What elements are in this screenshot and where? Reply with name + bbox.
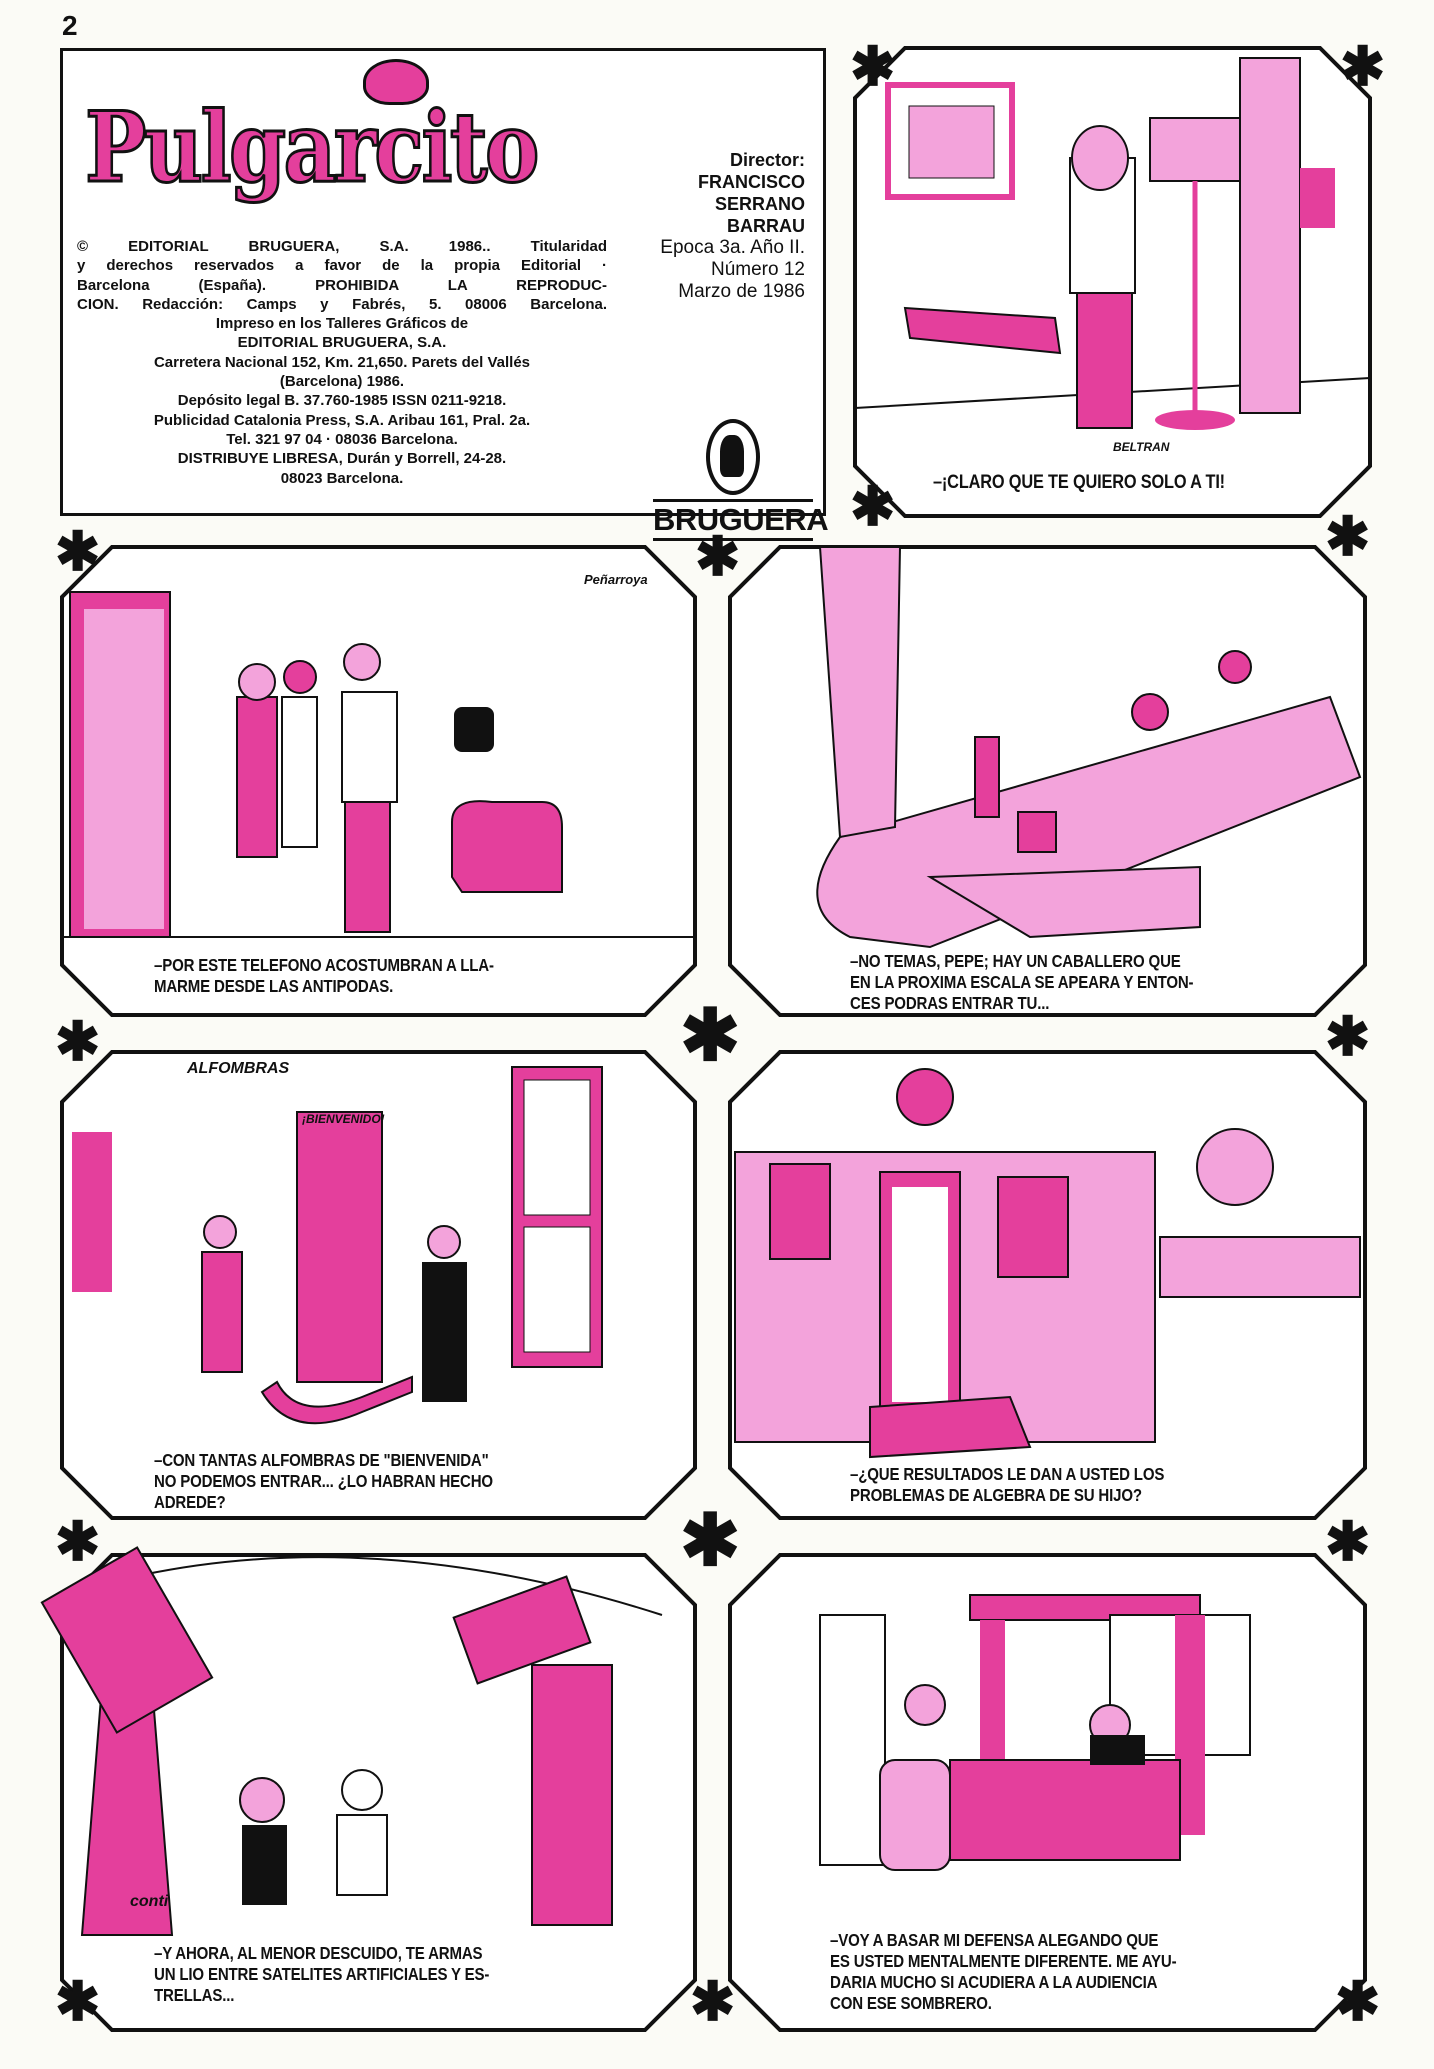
panel-frame — [60, 1050, 697, 1520]
legal-line: Publicidad Catalonia Press, S.A. Aribau … — [153, 411, 531, 429]
asterisk-ornament: ✱ — [850, 477, 896, 537]
director-credits: Director: FRANCISCO SERRANO BARRAU Epoca… — [660, 149, 805, 303]
asterisk-ornament: ✱ — [55, 1972, 101, 2032]
caption-line: –CON TANTAS ALFOMBRAS DE "BIENVENIDA" — [154, 1450, 489, 1470]
issue-epoch: Epoca 3a. Año II. — [660, 237, 805, 258]
panel-caption: –¿QUE RESULTADOS LE DAN A USTED LOS PROB… — [850, 1464, 1164, 1506]
panel-caption: –Y AHORA, AL MENOR DESCUIDO, TE ARMAS UN… — [154, 1943, 489, 2006]
comic-panel-3: –NO TEMAS, PEPE; HAY UN CABALLERO QUE EN… — [728, 545, 1367, 1017]
panel-caption: –NO TEMAS, PEPE; HAY UN CABALLERO QUE EN… — [850, 951, 1194, 1014]
caption-line: PROBLEMAS DE ALGEBRA DE SU HIJO? — [850, 1485, 1142, 1505]
caption-line: EN LA PROXIMA ESCALA SE APEARA Y ENTON- — [850, 972, 1194, 992]
comic-panel-7: –VOY A BASAR MI DEFENSA ALEGANDO QUE ES … — [728, 1553, 1367, 2032]
legal-line: Tel. 321 97 04 · 08036 Barcelona. — [226, 430, 458, 448]
caption-line: –VOY A BASAR MI DEFENSA ALEGANDO QUE — [830, 1930, 1159, 1950]
masthead-box: Pulgarcito © EDITORIAL BRUGUERA, S.A. 19… — [60, 48, 829, 541]
legal-line: (Barcelona) 1986. — [279, 373, 405, 391]
panel-frame — [40, 1546, 697, 2032]
panel-frame — [853, 46, 1372, 518]
comic-panel-6: conti –Y AHORA, AL MENOR DESCUIDO, TE AR… — [40, 1546, 697, 2032]
panel-caption: –CON TANTAS ALFOMBRAS DE "BIENVENIDA" NO… — [154, 1450, 493, 1513]
legal-notice: © EDITORIAL BRUGUERA, S.A. 1986.. Titula… — [77, 237, 607, 488]
publisher-name: BRUGUERA — [653, 499, 829, 541]
asterisk-ornament: ✱ — [55, 1012, 101, 1072]
caption-line: DARIA MUCHO SI ACUDIERA A LA AUDIENCIA — [830, 1972, 1158, 1992]
issue-date: Marzo de 1986 — [678, 281, 805, 302]
artist-signature: BELTRAN — [1113, 440, 1170, 454]
panel-caption: –¡CLARO QUE TE QUIERO SOLO A TI! — [933, 472, 1225, 493]
caption-line: CON ESE SOMBRERO. — [830, 1993, 992, 2013]
legal-line: Carretera Nacional 152, Km. 21,650. Pare… — [153, 353, 531, 371]
bruguera-logo: BRUGUERA — [653, 419, 829, 541]
legal-line: DISTRIBUYE LIBRESA, Durán y Borrell, 24-… — [177, 450, 507, 468]
artist-signature: Peñarroya — [584, 572, 648, 587]
pulgarcito-logo: Pulgarcito — [84, 90, 541, 206]
director-label: Director: — [729, 150, 805, 170]
comic-panel-5: –¿QUE RESULTADOS LE DAN A USTED LOS PROB… — [728, 1050, 1367, 1520]
panel-frame — [728, 1553, 1367, 2032]
director-name: BARRAU — [727, 216, 805, 236]
caption-line: TRELLAS... — [154, 1985, 235, 2005]
asterisk-ornament: ✱ — [1340, 37, 1386, 97]
asterisk-ornament: ✱ — [850, 37, 896, 97]
alfombras-sign-label: ALFOMBRAS — [187, 1060, 290, 1077]
logo-character — [363, 59, 429, 105]
caption-line: –¿QUE RESULTADOS LE DAN A USTED LOS — [850, 1464, 1165, 1484]
legal-line: y derechos reservados a favor de la prop… — [77, 257, 607, 275]
caption-line: –NO TEMAS, PEPE; HAY UN CABALLERO QUE — [850, 951, 1181, 971]
cat-emblem-icon — [706, 419, 760, 495]
panel-frame — [728, 545, 1367, 1017]
panel-frame — [60, 545, 697, 1017]
legal-line: Impreso en los Talleres Gráficos de — [215, 315, 469, 333]
caption-line: ES USTED MENTALMENTE DIFERENTE. ME AYU- — [830, 1951, 1177, 1971]
legal-line: Depósito legal B. 37.760-1985 ISSN 0211-… — [177, 392, 507, 410]
asterisk-ornament: ✱ — [690, 1972, 736, 2032]
asterisk-ornament: ✱ — [1325, 1007, 1371, 1067]
panel-caption: –POR ESTE TELEFONO ACOSTUMBRAN A LLA- MA… — [154, 955, 494, 997]
asterisk-ornament: ✱ — [1325, 507, 1371, 567]
asterisk-ornament: ✱ — [680, 996, 741, 1076]
comic-panel-4: ALFOMBRAS ¡BIENVENIDO! –CON TANTAS ALFOM… — [60, 1050, 697, 1520]
artist-signature: conti — [130, 1893, 169, 1910]
director-name: FRANCISCO — [698, 172, 805, 192]
page-number: 2 — [62, 10, 78, 41]
asterisk-ornament: ✱ — [680, 1501, 741, 1581]
caption-line: UN LIO ENTRE SATELITES ARTIFICIALES Y ES… — [154, 1964, 490, 1984]
director-name: SERRANO — [714, 194, 805, 214]
asterisk-ornament: ✱ — [695, 527, 741, 587]
legal-line: CION. Redacción: Camps y Fabrés, 5. 0800… — [77, 295, 607, 313]
comic-panel-1: BELTRAN –¡CLARO QUE TE QUIERO SOLO A TI! — [853, 46, 1372, 518]
caption-line: ADREDE? — [154, 1492, 226, 1512]
asterisk-ornament: ✱ — [55, 1512, 101, 1572]
caption-line: –Y AHORA, AL MENOR DESCUIDO, TE ARMAS — [154, 1943, 483, 1963]
caption-line: MARME DESDE LAS ANTIPODAS. — [154, 976, 394, 996]
caption-line: –POR ESTE TELEFONO ACOSTUMBRAN A LLA- — [154, 955, 494, 975]
asterisk-ornament: ✱ — [55, 522, 101, 582]
asterisk-ornament: ✱ — [1325, 1512, 1371, 1572]
caption-line: NO PODEMOS ENTRAR... ¿LO HABRAN HECHO — [154, 1471, 493, 1491]
panel-caption: –VOY A BASAR MI DEFENSA ALEGANDO QUE ES … — [830, 1930, 1177, 2014]
legal-line: © EDITORIAL BRUGUERA, S.A. 1986.. Titula… — [77, 238, 607, 255]
caption-line: –¡CLARO QUE TE QUIERO SOLO A TI! — [933, 472, 1225, 493]
caption-line: CES PODRAS ENTRAR TU... — [850, 993, 1050, 1013]
issue-number: Número 12 — [711, 259, 805, 280]
legal-line: Barcelona (España). PROHIBIDA LA REPRODU… — [77, 276, 607, 294]
asterisk-ornament: ✱ — [1335, 1972, 1381, 2032]
legal-line: 08023 Barcelona. — [280, 469, 404, 487]
comic-panel-2: Peñarroya –POR ESTE TELEFONO ACOSTUMBRAN… — [60, 545, 697, 1017]
panel-frame — [728, 1050, 1367, 1520]
legal-line: EDITORIAL BRUGUERA, S.A. — [237, 334, 447, 352]
bienvenido-mat-label: ¡BIENVENIDO! — [302, 1112, 385, 1126]
